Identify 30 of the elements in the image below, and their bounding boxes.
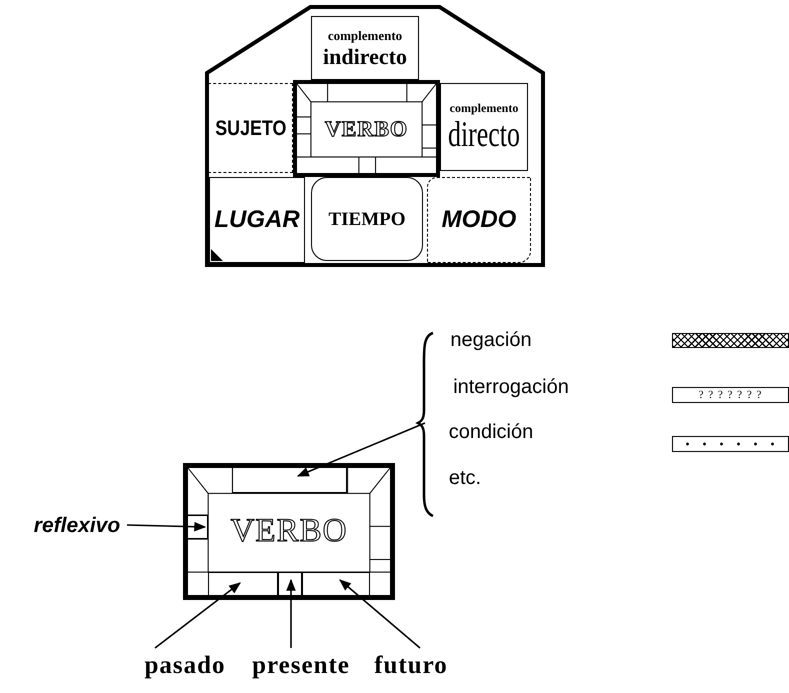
tense-label: presente bbox=[246, 648, 356, 682]
direct-object-box: complemento directo bbox=[440, 83, 528, 171]
reflexive-label: reflexivo bbox=[28, 511, 126, 539]
tense-cell bbox=[302, 572, 370, 595]
time-box: TIEMPO bbox=[311, 177, 423, 261]
arrow bbox=[126, 522, 206, 532]
option-label: condición bbox=[436, 418, 546, 446]
place-box: LUGAR bbox=[209, 177, 305, 263]
verb-label: VERBO bbox=[230, 515, 348, 548]
tense-cell bbox=[208, 572, 278, 595]
tense-label: futuro bbox=[368, 648, 454, 682]
subject-box: SUJETO bbox=[208, 83, 293, 173]
reflexive-cell bbox=[188, 515, 208, 539]
indirect-object-box: complemento indirecto bbox=[311, 16, 419, 80]
manner-box: MODO bbox=[427, 177, 531, 263]
arrow bbox=[154, 582, 241, 649]
question-mark-bar: ? ? ? ? ? ? ? bbox=[672, 387, 789, 403]
mood-cell bbox=[232, 468, 347, 493]
house-frame bbox=[205, 5, 545, 267]
arrow bbox=[286, 578, 296, 648]
verb-label: VERBO bbox=[324, 118, 408, 140]
arrow bbox=[339, 579, 421, 649]
tense-label: pasado bbox=[130, 648, 240, 682]
option-label: etc. bbox=[440, 464, 490, 492]
crosshatch-bar bbox=[672, 333, 789, 348]
option-label: negación bbox=[436, 326, 546, 354]
dotted-bar bbox=[672, 436, 789, 452]
arrow bbox=[296, 422, 426, 477]
tense-cell bbox=[278, 572, 302, 595]
option-label: interrogación bbox=[436, 373, 586, 401]
